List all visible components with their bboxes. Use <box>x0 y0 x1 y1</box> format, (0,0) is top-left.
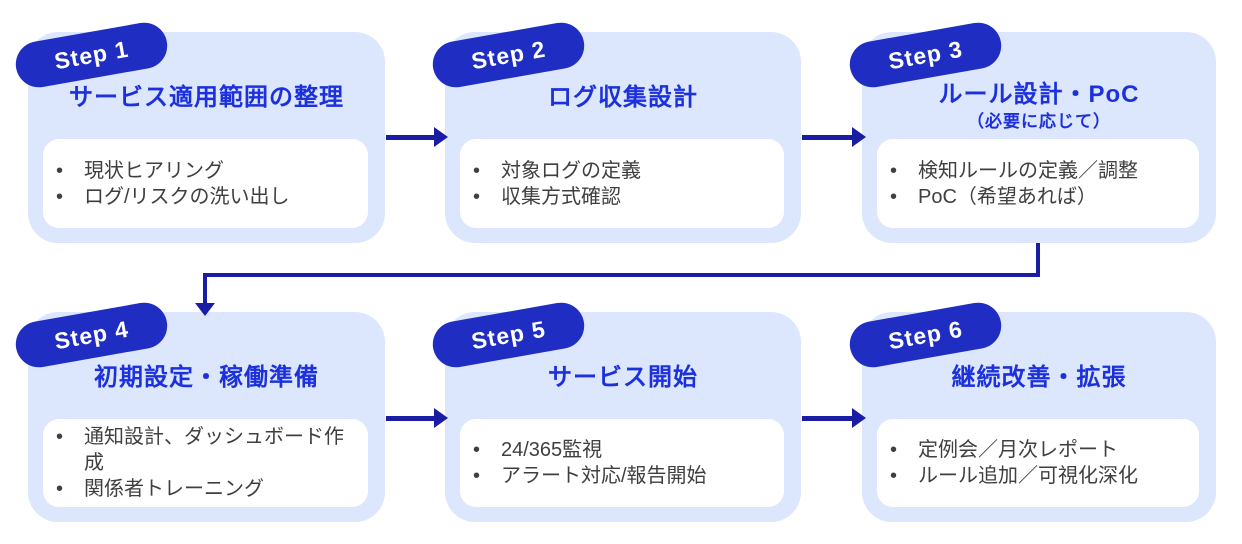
arrow-step4-step5 <box>386 408 448 428</box>
step-1-badge: Step 1 <box>12 19 171 91</box>
step-3-card: Step 3 ルール設計・PoC （必要に応じて） 検知ルールの定義／調整 Po… <box>846 19 1216 243</box>
arrow-right-icon <box>852 127 866 147</box>
arrow-step1-step2 <box>386 127 448 147</box>
step-2-badge-label: Step 2 <box>469 35 548 74</box>
step-4-detail-box: 通知設計、ダッシュボード作成 関係者トレーニング <box>43 419 368 507</box>
arrow-shaft <box>386 135 435 140</box>
step-1-title: サービス適用範囲の整理 <box>69 84 344 111</box>
step-1-detail-box: 現状ヒアリング ログ/リスクの洗い出し <box>43 139 368 228</box>
arrow-shaft <box>802 135 853 140</box>
step-2-badge: Step 2 <box>429 19 588 91</box>
bullet-item: PoC（希望あれば） <box>877 184 1189 210</box>
arrow-down-icon <box>195 303 215 316</box>
step-3-badge-label: Step 3 <box>886 35 965 74</box>
bullet-item: ログ/リスクの洗い出し <box>43 184 358 210</box>
step-6-detail-box: 定例会／月次レポート ルール追加／可視化深化 <box>877 419 1199 507</box>
step-3-bullet-list: 検知ルールの定義／調整 PoC（希望あれば） <box>877 158 1199 210</box>
step-5-title: サービス開始 <box>548 364 698 391</box>
step-1-card: Step 1 サービス適用範囲の整理 現状ヒアリング ログ/リスクの洗い出し <box>12 19 385 243</box>
arrow-right-icon <box>434 127 448 147</box>
step-5-card: Step 5 サービス開始 24/365監視 アラート対応/報告開始 <box>429 299 801 522</box>
bullet-item: 現状ヒアリング <box>43 158 358 184</box>
bullet-item: 24/365監視 <box>460 437 774 463</box>
step-1-bullet-list: 現状ヒアリング ログ/リスクの洗い出し <box>43 158 368 210</box>
step-6-badge-label: Step 6 <box>886 315 965 354</box>
arrow-step5-step6 <box>802 408 866 428</box>
step-2-bullet-list: 対象ログの定義 収集方式確認 <box>460 158 784 210</box>
bullet-item: 対象ログの定義 <box>460 158 774 184</box>
step-6-card: Step 6 継続改善・拡張 定例会／月次レポート ルール追加／可視化深化 <box>846 299 1216 522</box>
step-4-badge: Step 4 <box>12 299 171 371</box>
bullet-item: 検知ルールの定義／調整 <box>877 158 1189 184</box>
step-4-badge-label: Step 4 <box>52 315 131 354</box>
step-5-bullet-list: 24/365監視 アラート対応/報告開始 <box>460 437 784 489</box>
step-5-detail-box: 24/365監視 アラート対応/報告開始 <box>460 419 784 507</box>
bullet-item: 関係者トレーニング <box>43 476 358 502</box>
bullet-item: 収集方式確認 <box>460 184 774 210</box>
step-3-detail-box: 検知ルールの定義／調整 PoC（希望あれば） <box>877 139 1199 228</box>
step-2-title: ログ収集設計 <box>548 84 698 111</box>
step-4-card: Step 4 初期設定・稼働準備 通知設計、ダッシュボード作成 関係者トレーニン… <box>12 299 385 522</box>
step-6-badge: Step 6 <box>846 299 1005 371</box>
arrow-shaft <box>386 416 435 421</box>
arrow-right-icon <box>852 408 866 428</box>
step-5-badge: Step 5 <box>429 299 588 371</box>
step-1-badge-label: Step 1 <box>52 35 131 74</box>
connector-vertical-to-step4 <box>203 273 207 305</box>
step-3-subtitle: （必要に応じて） <box>967 112 1111 131</box>
arrow-right-icon <box>434 408 448 428</box>
arrow-shaft <box>802 416 853 421</box>
step-6-bullet-list: 定例会／月次レポート ルール追加／可視化深化 <box>877 437 1199 489</box>
bullet-item: アラート対応/報告開始 <box>460 463 774 489</box>
step-4-title: 初期設定・稼働準備 <box>94 364 319 391</box>
step-5-badge-label: Step 5 <box>469 315 548 354</box>
step-3-title: ルール設計・PoC <box>938 81 1140 108</box>
bullet-item: 定例会／月次レポート <box>877 437 1189 463</box>
step-6-title: 継続改善・拡張 <box>951 364 1127 391</box>
bullet-item: ルール追加／可視化深化 <box>877 463 1189 489</box>
connector-vertical-from-step3 <box>1036 243 1040 275</box>
step-2-detail-box: 対象ログの定義 収集方式確認 <box>460 139 784 228</box>
bullet-item: 通知設計、ダッシュボード作成 <box>43 424 358 476</box>
step-2-card: Step 2 ログ収集設計 対象ログの定義 収集方式確認 <box>429 19 801 243</box>
step-4-bullet-list: 通知設計、ダッシュボード作成 関係者トレーニング <box>43 424 368 502</box>
arrow-step2-step3 <box>802 127 866 147</box>
connector-horizontal <box>203 273 1040 277</box>
